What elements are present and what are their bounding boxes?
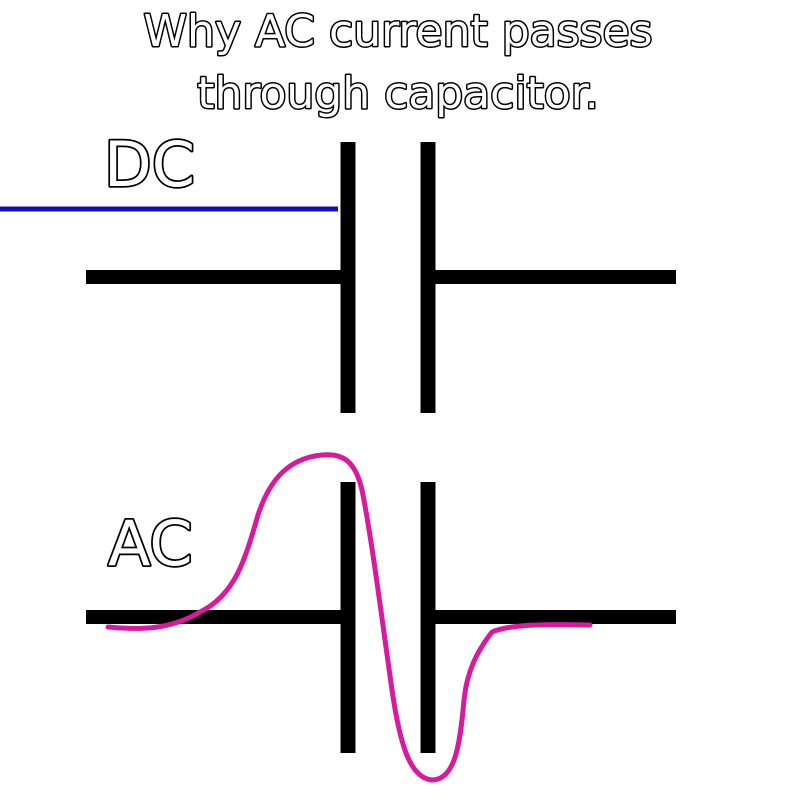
dc-label: DC: [104, 128, 195, 201]
ac-label: AC: [108, 507, 193, 580]
ac-signal-wave: [105, 452, 593, 783]
ac-capacitor: [86, 482, 676, 753]
title-line-1: Why AC current passes: [144, 6, 653, 57]
dc-capacitor: [86, 142, 676, 413]
title-line-2: through capacitor.: [197, 68, 599, 119]
